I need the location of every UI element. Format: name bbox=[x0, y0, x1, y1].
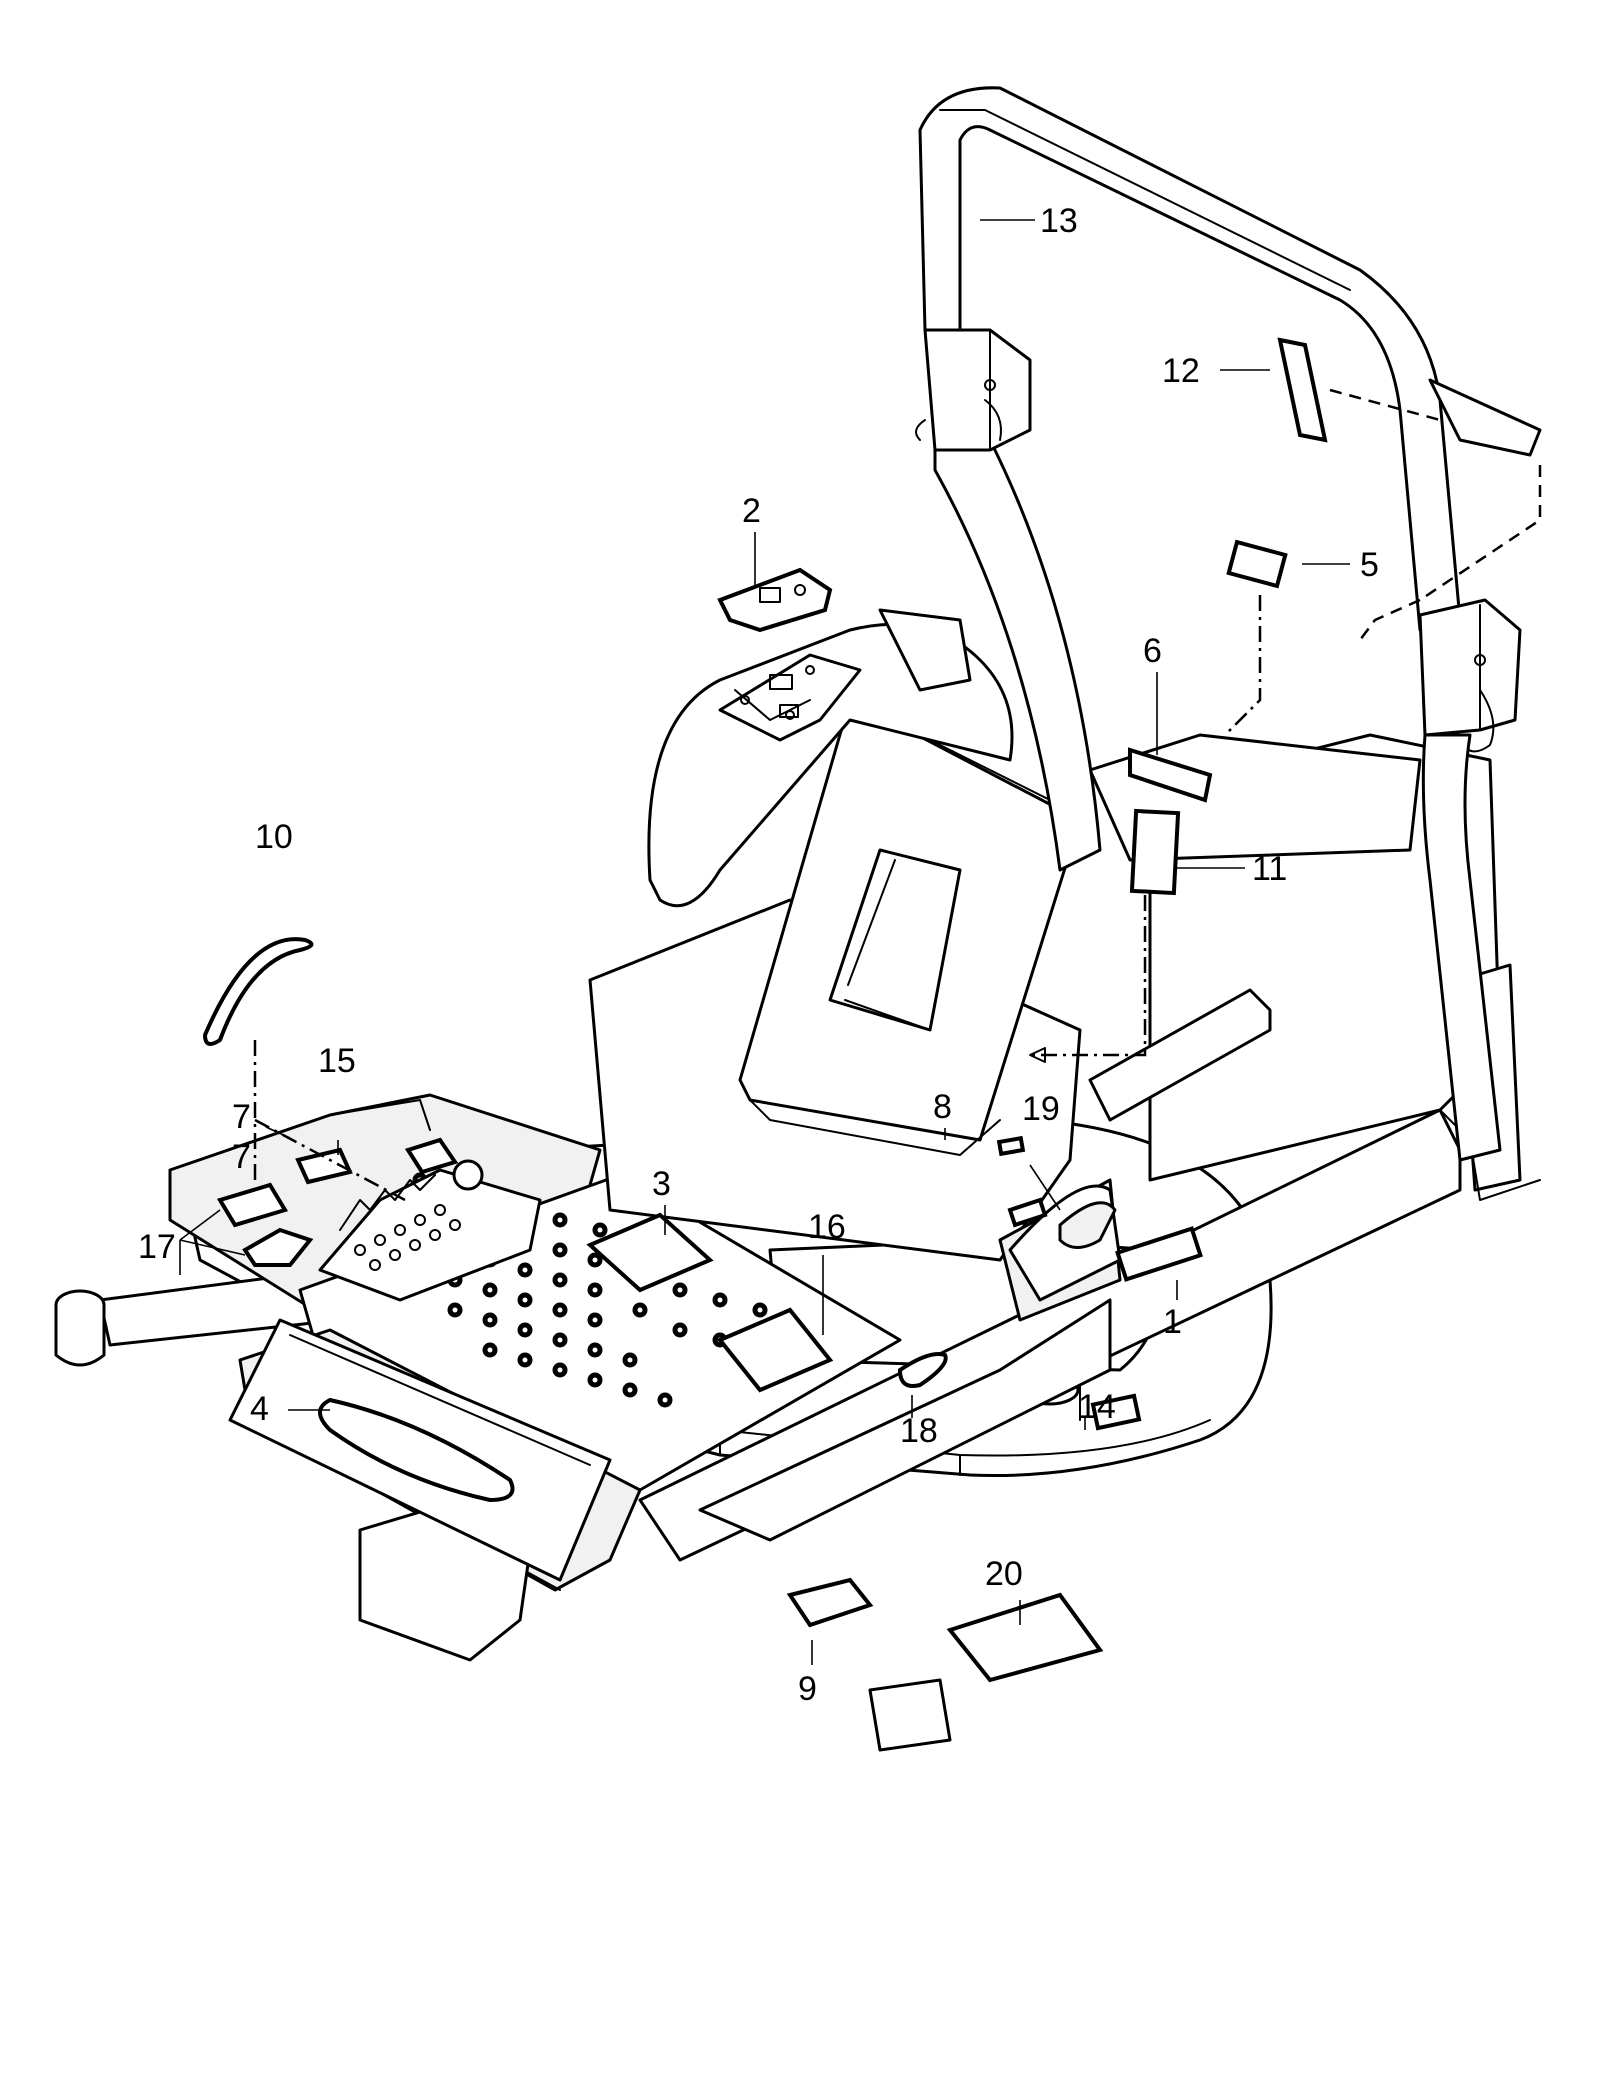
decal-7 bbox=[404, 1137, 459, 1175]
seat bbox=[647, 608, 1082, 1156]
decal-10 bbox=[202, 937, 314, 1046]
callout-3: 3 bbox=[652, 1165, 671, 1203]
callout-5: 5 bbox=[1360, 546, 1379, 584]
rops-roll-bar bbox=[915, 86, 1522, 1162]
decal-17a bbox=[216, 1182, 289, 1228]
callout-11: 11 bbox=[1252, 850, 1287, 888]
decal-8 bbox=[996, 1135, 1026, 1157]
callout-10: 10 bbox=[255, 818, 293, 856]
decal-17b bbox=[242, 1227, 314, 1267]
decal-12 bbox=[1277, 337, 1328, 443]
decal-11 bbox=[1129, 808, 1181, 896]
callout-2: 2 bbox=[742, 492, 761, 530]
decal-20 bbox=[946, 1592, 1104, 1683]
callout-16: 16 bbox=[808, 1208, 846, 1246]
decal-14 bbox=[1090, 1393, 1142, 1431]
decal-19 bbox=[1007, 1197, 1048, 1228]
decals bbox=[202, 337, 1542, 1683]
callout-4: 4 bbox=[250, 1390, 269, 1428]
assembly-lines bbox=[253, 388, 1542, 1202]
callout-20: 20 bbox=[985, 1555, 1023, 1593]
decal-16 bbox=[716, 1307, 834, 1393]
decal-5 bbox=[1226, 539, 1288, 589]
decal-18 bbox=[897, 1352, 948, 1388]
decal-6 bbox=[1128, 747, 1213, 803]
leader-lines bbox=[179, 219, 1350, 1665]
callout-15: 15 bbox=[318, 1042, 356, 1080]
decal-9 bbox=[786, 1577, 874, 1628]
callout-6: 6 bbox=[1143, 632, 1162, 670]
decal-2 bbox=[717, 567, 833, 633]
callout-18: 18 bbox=[900, 1412, 938, 1450]
callout-1: 1 bbox=[1163, 1303, 1182, 1341]
decal-3 bbox=[586, 1212, 714, 1293]
callout-9: 9 bbox=[798, 1670, 817, 1708]
callout-13: 13 bbox=[1040, 202, 1078, 240]
callout-8: 8 bbox=[933, 1088, 952, 1126]
callout-7b: 7 bbox=[232, 1138, 251, 1176]
decal-1 bbox=[1115, 1226, 1203, 1282]
left-perforated-panel bbox=[318, 1168, 542, 1302]
callout-7a: 7 bbox=[232, 1098, 251, 1136]
callout-19: 19 bbox=[1022, 1090, 1060, 1128]
callout-labels: 1 2 3 4 5 6 7 7 8 9 10 11 12 13 14 15 16… bbox=[138, 202, 1379, 1708]
callout-14: 14 bbox=[1078, 1388, 1116, 1426]
right-fender bbox=[1008, 1184, 1122, 1302]
decal-4 bbox=[318, 1397, 515, 1503]
callout-17: 17 bbox=[138, 1228, 176, 1266]
callout-12: 12 bbox=[1162, 352, 1200, 390]
